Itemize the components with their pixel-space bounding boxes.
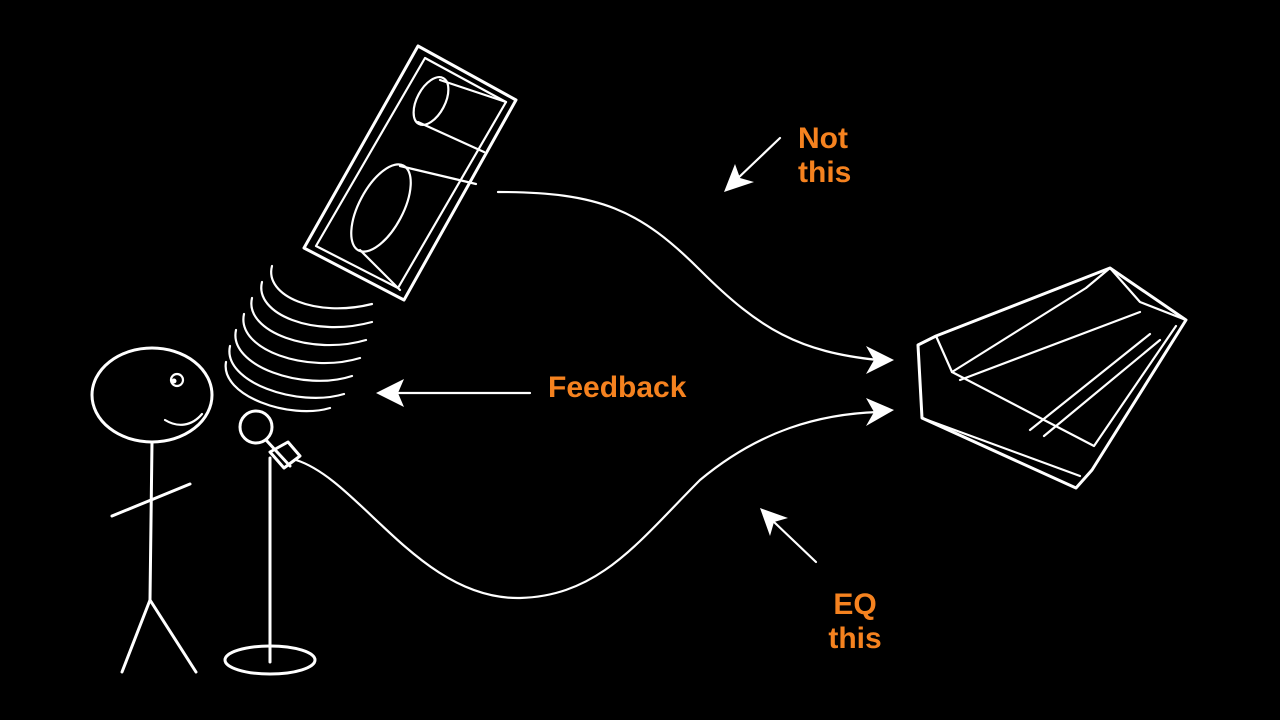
not-this-label: Not this [798, 122, 851, 190]
stick-figure-head [90, 346, 214, 444]
eq-this-label: EQ this [822, 588, 888, 656]
microphone-body [264, 438, 292, 468]
feedback-arrow [376, 379, 532, 407]
monitor-speaker [224, 44, 518, 413]
microphone-handle [268, 440, 302, 470]
monitor-path-arrowhead [866, 346, 894, 374]
microphone [223, 409, 317, 676]
stick-figure-body [148, 440, 154, 602]
stick-figure [90, 346, 214, 674]
stick-figure-smile [163, 412, 204, 426]
stick-figure-legs [120, 598, 198, 674]
monitor-sound-waves [224, 264, 374, 413]
monitor-signal-path [496, 190, 894, 374]
not-this-label-line2: this [798, 156, 852, 189]
monitor-woofer [350, 163, 478, 292]
microphone-stand-base [223, 644, 317, 676]
mic-path-arrowhead [866, 398, 894, 426]
not-this-arrow [724, 136, 782, 192]
monitor-tweeter [412, 76, 508, 154]
not-this-label-line1: Not [798, 122, 848, 155]
stick-figure-arm [110, 482, 192, 518]
eq-this-arrow [760, 508, 818, 564]
eq-this-label-line2: this [828, 622, 882, 655]
microphone-head [238, 409, 274, 445]
stick-figure-eye [169, 372, 185, 388]
feedback-label: Feedback [548, 371, 687, 404]
mixing-console [916, 266, 1188, 490]
eq-this-label-line1: EQ [833, 588, 877, 621]
microphone-signal-path [294, 398, 894, 600]
